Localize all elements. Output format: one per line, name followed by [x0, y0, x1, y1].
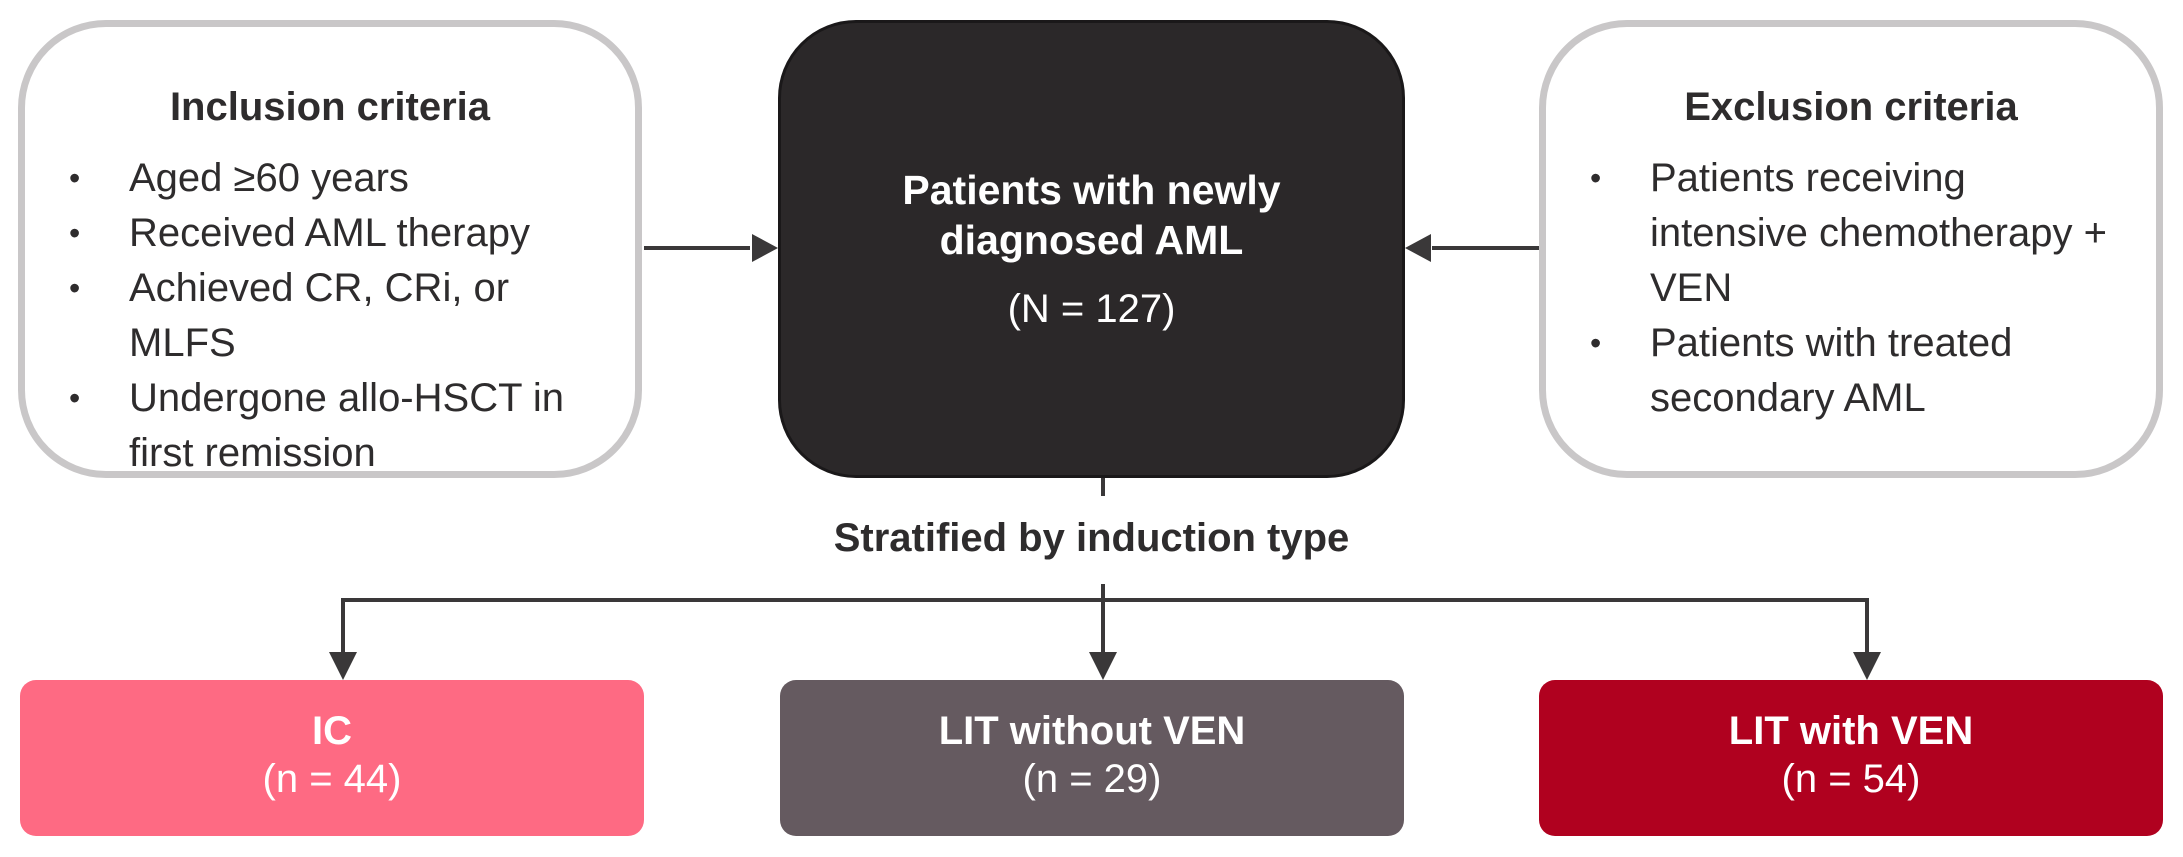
inclusion-list: Aged ≥60 years Received AML therapy Achi…	[65, 151, 595, 481]
exclusion-item: Patients with treated secondary AML	[1586, 316, 2116, 426]
inclusion-item: Achieved CR, CRi, or MLFS	[65, 261, 595, 371]
inclusion-criteria-box: Inclusion criteria Aged ≥60 years Receiv…	[18, 20, 642, 478]
patients-box: Patients with newly diagnosed AML (N = 1…	[778, 20, 1405, 478]
exclusion-list: Patients receiving intensive chemotherap…	[1586, 151, 2116, 426]
exclusion-criteria-box: Exclusion criteria Patients receiving in…	[1539, 20, 2163, 478]
group-count: (n = 54)	[1781, 757, 1921, 801]
ic-arrowhead	[329, 652, 357, 680]
inclusion-item: Received AML therapy	[65, 206, 595, 261]
group-lit-without-ven-box: LIT without VEN (n = 29)	[780, 680, 1404, 836]
inclusion-title: Inclusion criteria	[169, 85, 491, 129]
stratified-label: Stratified by induction type	[833, 516, 1350, 560]
group-name: LIT without VEN	[938, 709, 1246, 753]
group-lit-with-ven-box: LIT with VEN (n = 54)	[1539, 680, 2163, 836]
group-count: (n = 29)	[1022, 757, 1162, 801]
group-ic-box: IC (n = 44)	[20, 680, 644, 836]
group-name: IC	[312, 709, 352, 753]
inclusion-item: Undergone allo-HSCT in first remission	[65, 371, 595, 481]
exclusion-title: Exclusion criteria	[1684, 85, 2018, 129]
patients-title: Patients with newly diagnosed AML	[902, 167, 1281, 263]
patients-count: (N = 127)	[1007, 287, 1176, 331]
group-count: (n = 44)	[262, 757, 402, 801]
exclusion-arrowhead	[1405, 234, 1431, 262]
exclusion-item: Patients receiving intensive chemotherap…	[1586, 151, 2116, 316]
inclusion-arrowhead	[752, 234, 778, 262]
inclusion-item: Aged ≥60 years	[65, 151, 595, 206]
lit-with-arrowhead	[1853, 652, 1881, 680]
lit-without-arrowhead	[1089, 652, 1117, 680]
group-name: LIT with VEN	[1728, 709, 1974, 753]
